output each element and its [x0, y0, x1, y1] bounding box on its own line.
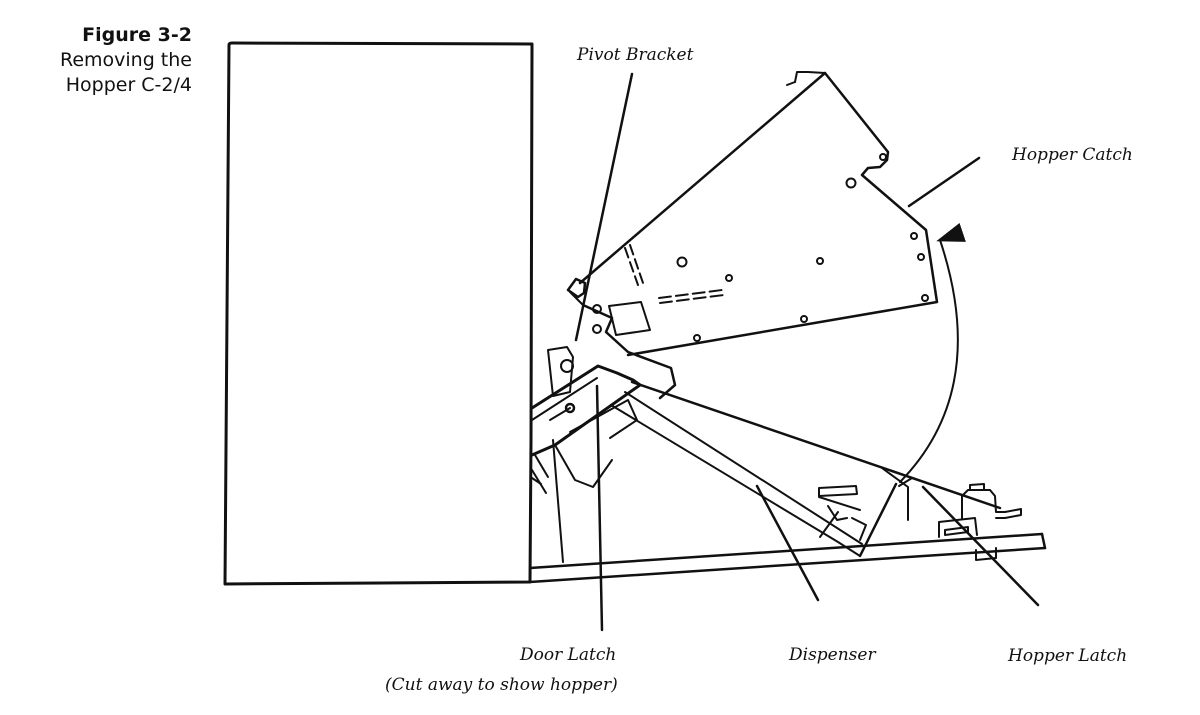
hole [693, 334, 701, 342]
hole [800, 315, 808, 323]
hole [845, 177, 857, 189]
hopper-plate [578, 71, 939, 357]
leader-hopper-latch [921, 485, 1040, 607]
leader-door-latch [595, 384, 604, 632]
leader-pivot-bracket [574, 72, 634, 342]
door-latch-assembly [530, 346, 642, 563]
label-door-latch: Door Latch [519, 645, 616, 665]
figure-title-line-1: Removing the [59, 49, 192, 71]
pivot-bracket [566, 277, 677, 400]
hole [676, 256, 688, 268]
hole [816, 257, 824, 265]
hole [921, 294, 929, 302]
figure-number: Figure 3-2 [82, 24, 192, 46]
base-plate [528, 532, 1047, 584]
cabinet-outline [223, 41, 534, 586]
label-pivot-bracket: Pivot Bracket [576, 45, 694, 65]
hole [879, 153, 887, 161]
hopper-front-edge [858, 482, 898, 558]
label-hopper-catch: Hopper Catch [1011, 145, 1133, 165]
label-hopper-latch: Hopper Latch [1007, 646, 1127, 666]
swing-arc-arrow [899, 222, 966, 483]
figure-caption: Figure 3-2 Removing the Hopper C-2/4 [60, 23, 192, 98]
dispenser-arm [610, 380, 1002, 557]
arc-tail [898, 477, 913, 487]
hole [910, 232, 918, 240]
label-dispenser: Dispenser [788, 645, 876, 665]
hole [725, 274, 733, 282]
figure-title-line-2: Hopper C-2/4 [65, 74, 192, 96]
leader-hopper-catch [907, 156, 981, 208]
hopper-latch-bracket [881, 467, 1022, 561]
leader-dispenser [755, 484, 820, 602]
label-door-latch-note: (Cut away to show hopper) [385, 675, 618, 695]
hole [917, 253, 925, 261]
